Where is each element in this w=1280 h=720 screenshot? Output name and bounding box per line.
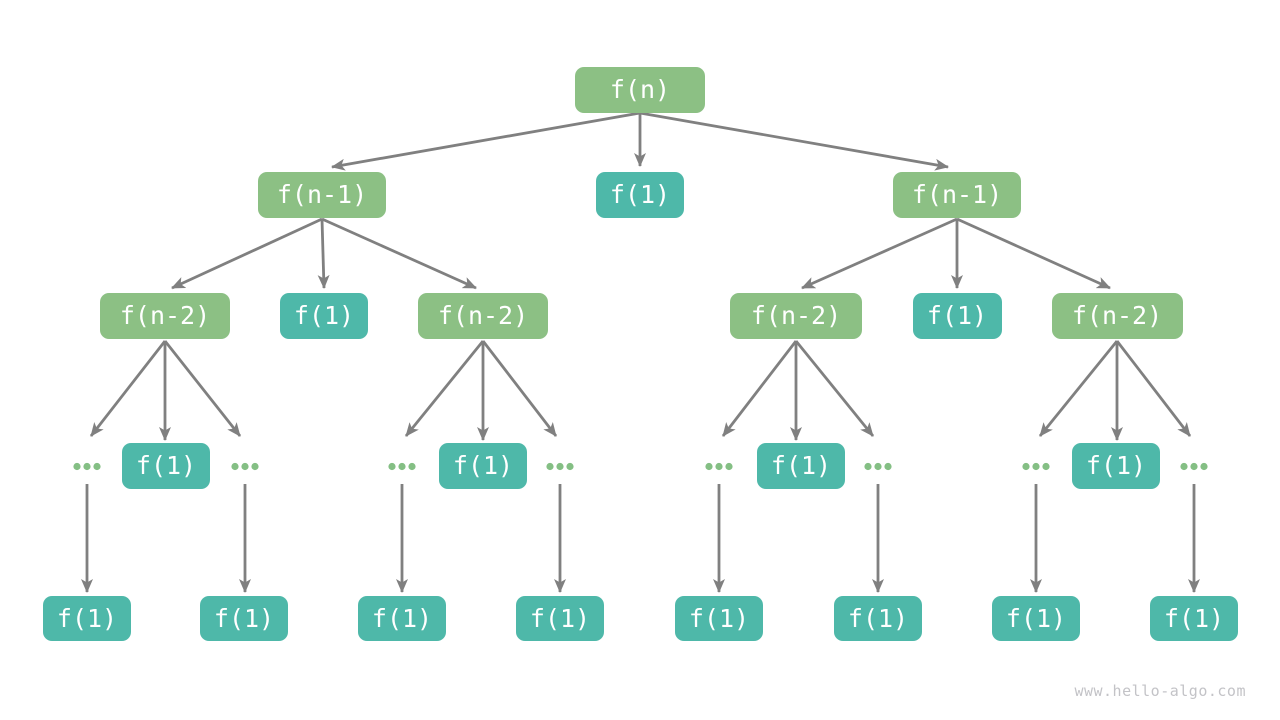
node-f-n-2-third: f(n-2) <box>730 293 862 339</box>
tree-edge <box>171 217 323 290</box>
tree-edge <box>331 111 641 171</box>
ellipsis-dot <box>556 462 564 471</box>
tree-edge <box>639 111 949 171</box>
node-f-1-level3-left: f(1) <box>280 293 368 339</box>
node-f-1-leaf-2: f(1) <box>200 596 288 641</box>
ellipsis-dot <box>73 462 81 471</box>
ellipsis-dot <box>725 462 733 471</box>
ellipsis-dot <box>705 462 713 471</box>
node-f-1-leaf-6: f(1) <box>834 596 922 641</box>
node-f-n-1-right: f(n-1) <box>893 172 1021 218</box>
node-f-n-2-fourth: f(n-2) <box>1051 293 1183 339</box>
watermark: www.hello-algo.com <box>1074 682 1246 700</box>
node-f-1-leaf-4: f(1) <box>516 596 604 641</box>
ellipsis-dot <box>408 462 416 471</box>
ellipsis-dot <box>884 462 892 471</box>
ellipsis-dot <box>874 462 882 471</box>
tree-edge <box>801 217 958 290</box>
node-f-1-leaf-5: f(1) <box>675 596 763 641</box>
node-f-n-1-left: f(n-1) <box>258 172 386 218</box>
ellipsis-dot <box>241 462 249 471</box>
ellipsis-dot <box>1032 462 1040 471</box>
tree-edge <box>794 340 875 437</box>
ellipsis-dot <box>398 462 406 471</box>
tree-edge <box>321 217 477 290</box>
ellipsis-dot <box>93 462 101 471</box>
node-f-1-level2: f(1) <box>596 172 684 218</box>
tree-edge <box>481 340 558 437</box>
node-f-1-level4-2: f(1) <box>439 443 527 489</box>
node-f-n-2-first: f(n-2) <box>100 293 230 339</box>
ellipsis-dot <box>1180 462 1188 471</box>
ellipsis-dot <box>83 462 91 471</box>
ellipsis-dot <box>1042 462 1050 471</box>
ellipsis-dot <box>1190 462 1198 471</box>
node-f-1-level3-right: f(1) <box>912 293 1002 339</box>
ellipsis-dot <box>231 462 239 471</box>
node-f-n-2-second: f(n-2) <box>418 293 548 339</box>
tree-edge <box>1038 340 1119 437</box>
tree-edge <box>1115 340 1192 437</box>
ellipsis-dot <box>864 462 872 471</box>
tree-edge <box>956 217 1111 290</box>
node-f-1-level4-3: f(1) <box>757 443 845 489</box>
ellipsis-dot <box>388 462 396 471</box>
node-f-n-root: f(n) <box>575 67 705 113</box>
node-f-1-leaf-3: f(1) <box>358 596 446 641</box>
tree-edge <box>317 218 330 289</box>
node-f-1-level4-4: f(1) <box>1072 443 1160 489</box>
node-f-1-leaf-7: f(1) <box>992 596 1080 641</box>
ellipsis-dot <box>1022 462 1030 471</box>
ellipsis-dot <box>566 462 574 471</box>
node-f-1-leaf-1: f(1) <box>43 596 131 641</box>
node-f-1-level4-1: f(1) <box>122 443 210 489</box>
tree-edge <box>404 340 485 437</box>
tree-edge <box>89 340 167 437</box>
tree-edge <box>721 340 798 437</box>
ellipsis-dot <box>251 462 259 471</box>
ellipsis-dot <box>546 462 554 471</box>
ellipsis-dot <box>1200 462 1208 471</box>
tree-edge <box>163 340 242 437</box>
node-f-1-leaf-8: f(1) <box>1150 596 1238 641</box>
ellipsis-dot <box>715 462 723 471</box>
